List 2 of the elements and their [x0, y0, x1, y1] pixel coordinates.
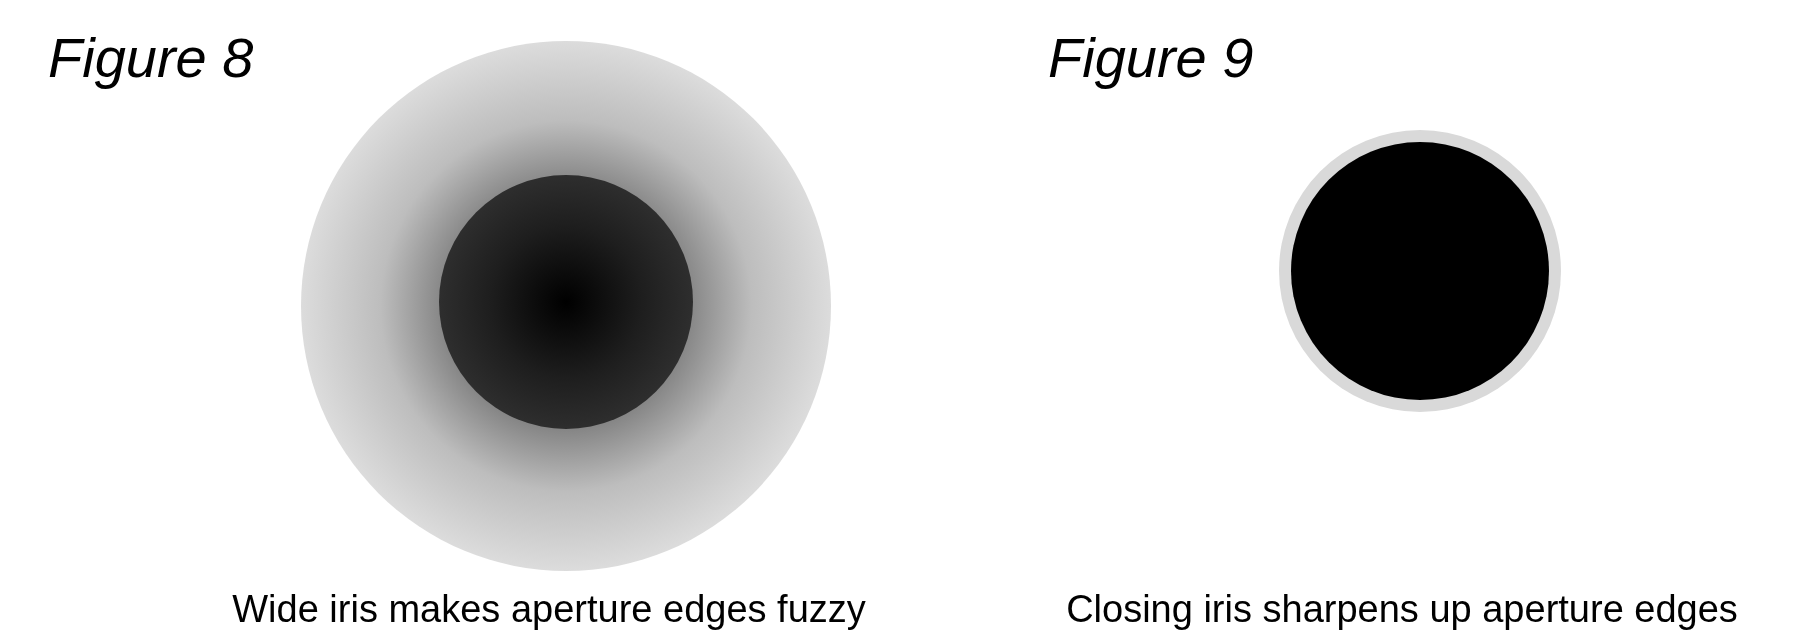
figure-caption: Closing iris sharpens up aperture edges: [1066, 590, 1738, 628]
figure-caption: Wide iris makes aperture edges fuzzy: [232, 590, 866, 628]
